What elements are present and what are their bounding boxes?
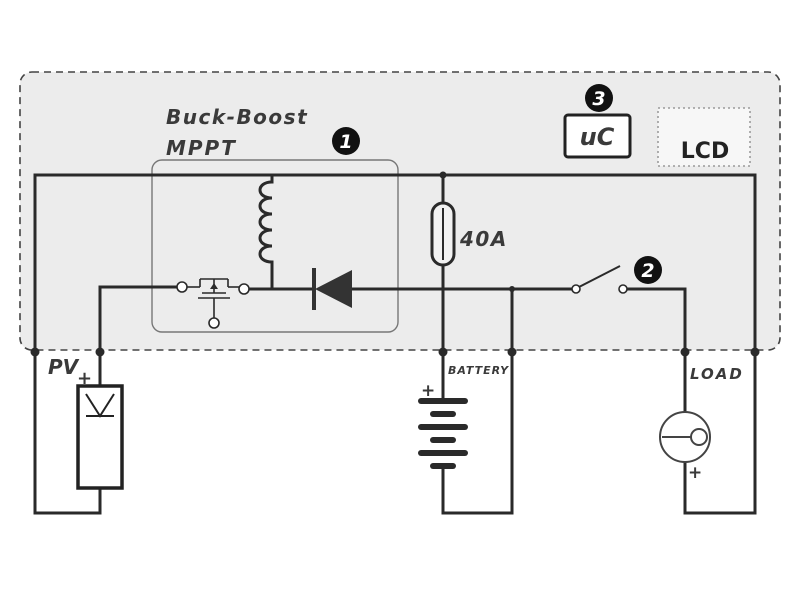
battery-label: BATTERY — [448, 364, 509, 377]
lcd-box — [657, 107, 751, 167]
lcd-label: LCD — [681, 139, 729, 164]
battery-bottom-wire — [441, 350, 514, 515]
fuse — [430, 201, 456, 267]
mosfet-symbol — [176, 278, 250, 329]
negative-bus-wire — [33, 173, 757, 354]
load-label: LOAD — [690, 365, 744, 383]
uc-label: uC — [580, 123, 615, 151]
pv-positive-wire — [98, 285, 180, 354]
mppt-module-box — [151, 159, 399, 333]
fuse-rating-label: 40A — [459, 227, 508, 251]
marker-2: 2 — [634, 256, 662, 284]
battery-symbol — [418, 398, 468, 469]
load-switch — [571, 265, 628, 294]
pv-label: PV — [48, 355, 80, 379]
lamp-icon — [659, 411, 711, 463]
inductor-coil — [258, 180, 274, 268]
switch-load-wire — [623, 287, 687, 354]
microcontroller-box — [563, 113, 632, 159]
marker-1: 1 — [332, 127, 360, 155]
diode — [312, 268, 352, 310]
marker-1-text: 1 — [339, 131, 352, 153]
load-bottom-wire — [683, 350, 757, 515]
pv-plus-label: + — [77, 368, 92, 389]
marker-3: 3 — [585, 84, 613, 112]
buck-boost-label: Buck-Boost — [166, 105, 308, 129]
pv-loop-wire — [33, 350, 102, 515]
marker-2-text: 2 — [641, 260, 654, 282]
mppt-label: MPPT — [166, 136, 237, 160]
battery-plus-label: + — [421, 381, 435, 401]
marker-3-text: 3 — [592, 88, 605, 110]
load-plus-label: + — [688, 463, 702, 483]
pv-panel-symbol — [76, 384, 124, 490]
